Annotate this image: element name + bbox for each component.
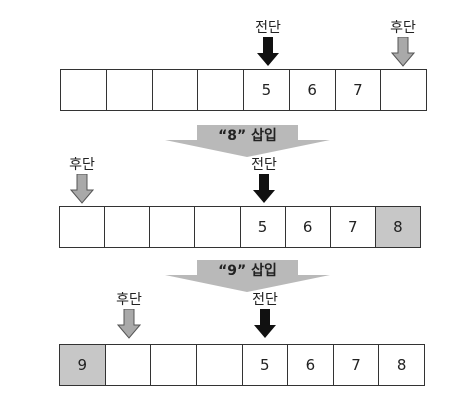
array-cell: 6 (290, 70, 336, 110)
queue-array-step-3: 9 5 6 7 8 (59, 344, 425, 386)
array-cell (60, 207, 106, 247)
front-pointer: 전단 (245, 292, 285, 339)
rear-pointer: 후단 (62, 157, 102, 204)
array-cell (381, 70, 426, 110)
rear-pointer: 후단 (109, 292, 149, 339)
queue-array-step-1: 5 6 7 (60, 69, 427, 111)
transition-label: “9” 삽입 (218, 263, 277, 279)
array-cell (107, 70, 153, 110)
front-label: 전단 (252, 292, 278, 308)
gray-down-arrow-icon (391, 37, 415, 67)
array-cell: 5 (241, 207, 286, 247)
array-cell-inserted: 8 (375, 207, 420, 247)
array-cell-inserted: 9 (60, 345, 106, 385)
array-cell (61, 70, 107, 110)
black-down-arrow-icon (253, 174, 275, 203)
array-cell: 7 (331, 207, 376, 247)
array-cell (151, 345, 197, 385)
rear-label: 후단 (116, 292, 142, 308)
array-cell: 7 (334, 345, 380, 385)
array-cell (105, 207, 151, 247)
array-cell: 6 (288, 345, 334, 385)
front-pointer: 전단 (248, 20, 288, 67)
array-cell (195, 207, 241, 247)
array-cell (150, 207, 196, 247)
rear-label: 후단 (69, 157, 95, 173)
array-cell: 8 (396, 356, 407, 374)
array-cell: 7 (336, 70, 382, 110)
transition-banner-2: “9” 삽입 (165, 260, 330, 292)
transition-banner-1: “8” 삽입 (165, 125, 330, 157)
gray-down-arrow-icon (70, 174, 94, 204)
array-cell (198, 70, 244, 110)
transition-label: “8” 삽입 (218, 128, 277, 144)
rear-pointer: 후단 (383, 20, 423, 67)
array-cell: 5 (244, 70, 290, 110)
rear-label: 후단 (390, 20, 416, 36)
array-cell: 6 (286, 207, 331, 247)
black-down-arrow-icon (257, 37, 279, 66)
array-cell (197, 345, 243, 385)
gray-down-arrow-icon (117, 309, 141, 339)
transition-arrow-shape (165, 125, 330, 157)
front-label: 전단 (251, 157, 277, 173)
black-down-arrow-icon (254, 309, 276, 338)
front-label: 전단 (255, 20, 281, 36)
transition-arrow-shape (165, 260, 330, 292)
front-pointer: 전단 (244, 157, 284, 204)
array-cell (153, 70, 199, 110)
array-cell: 5 (243, 345, 289, 385)
queue-array-step-2: 5 6 7 8 (59, 206, 421, 248)
array-cell (106, 345, 152, 385)
